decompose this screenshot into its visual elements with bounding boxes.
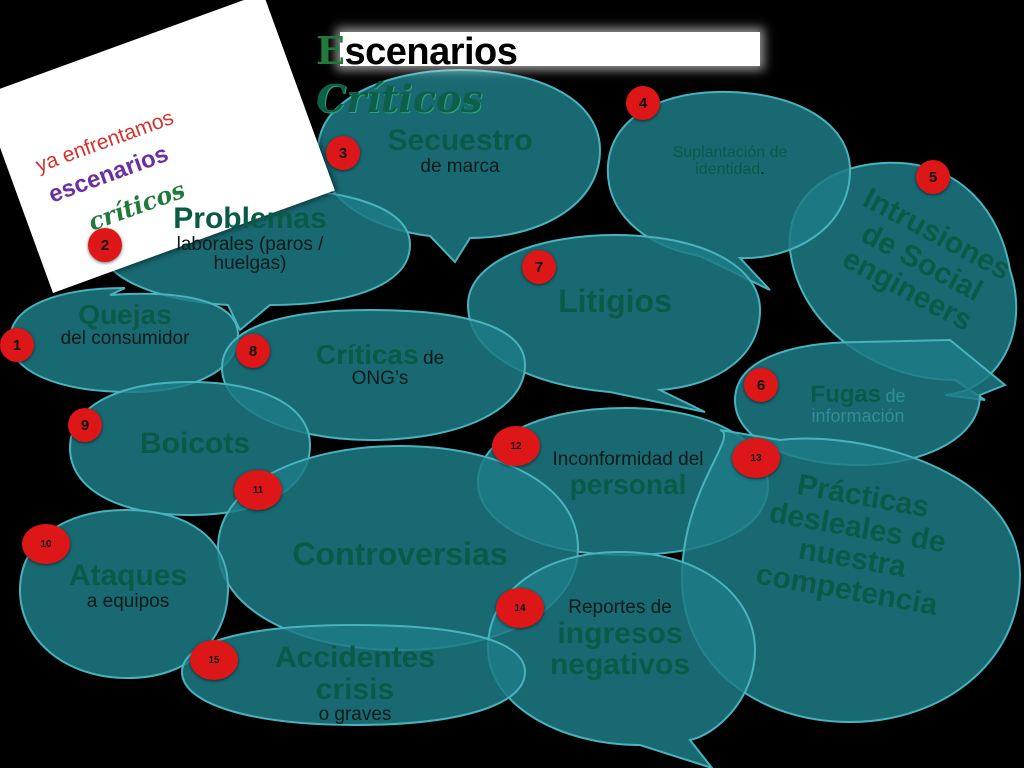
badge-14: 14 [496, 588, 544, 628]
label-ataques: Ataques a equipos [68, 559, 188, 612]
badge-10: 10 [22, 524, 70, 564]
badge-9: 9 [68, 408, 102, 442]
label-fugas: Fugas de información [810, 381, 906, 427]
badge-6: 6 [744, 368, 778, 402]
label-accidentes: Accidentes crisis o graves [274, 641, 436, 725]
label-problemas: Problemas laborales (paros / huelgas) [173, 202, 327, 275]
title-bar [340, 32, 760, 66]
badge-3: 3 [326, 136, 360, 170]
page-title: Escenarios [316, 28, 518, 73]
label-secuestro: Secuestro de marca [387, 124, 533, 177]
bubble-accidentes-shape [180, 623, 527, 727]
label-inconformidad: Inconformidad del personal [552, 449, 704, 500]
bubble-criticas-shape [220, 308, 527, 442]
badge-8: 8 [236, 334, 270, 368]
badge-13: 13 [732, 438, 780, 478]
label-controversias: Controversias [292, 536, 508, 572]
badge-11: 11 [234, 470, 282, 510]
page-title-line-2: Críticos [316, 76, 483, 121]
label-suplantacion: Suplantación de identidad. [672, 144, 788, 178]
badge-5: 5 [916, 160, 950, 194]
label-boicots: Boicots [139, 427, 250, 460]
badge-7: 7 [522, 250, 556, 284]
badge-12: 12 [492, 426, 540, 466]
label-criticas: Críticas de ONG’s [315, 339, 445, 390]
badge-2: 2 [88, 228, 122, 262]
label-reportes: Reportes de ingresos negativos [549, 597, 691, 682]
badge-15: 15 [190, 640, 238, 680]
bubble-ataques-shape [18, 508, 230, 680]
label-quejas: Quejas del consumidor [60, 299, 190, 350]
badge-4: 4 [626, 86, 660, 120]
label-litigios: Litigios [558, 283, 672, 319]
badge-1: 1 [0, 328, 34, 362]
